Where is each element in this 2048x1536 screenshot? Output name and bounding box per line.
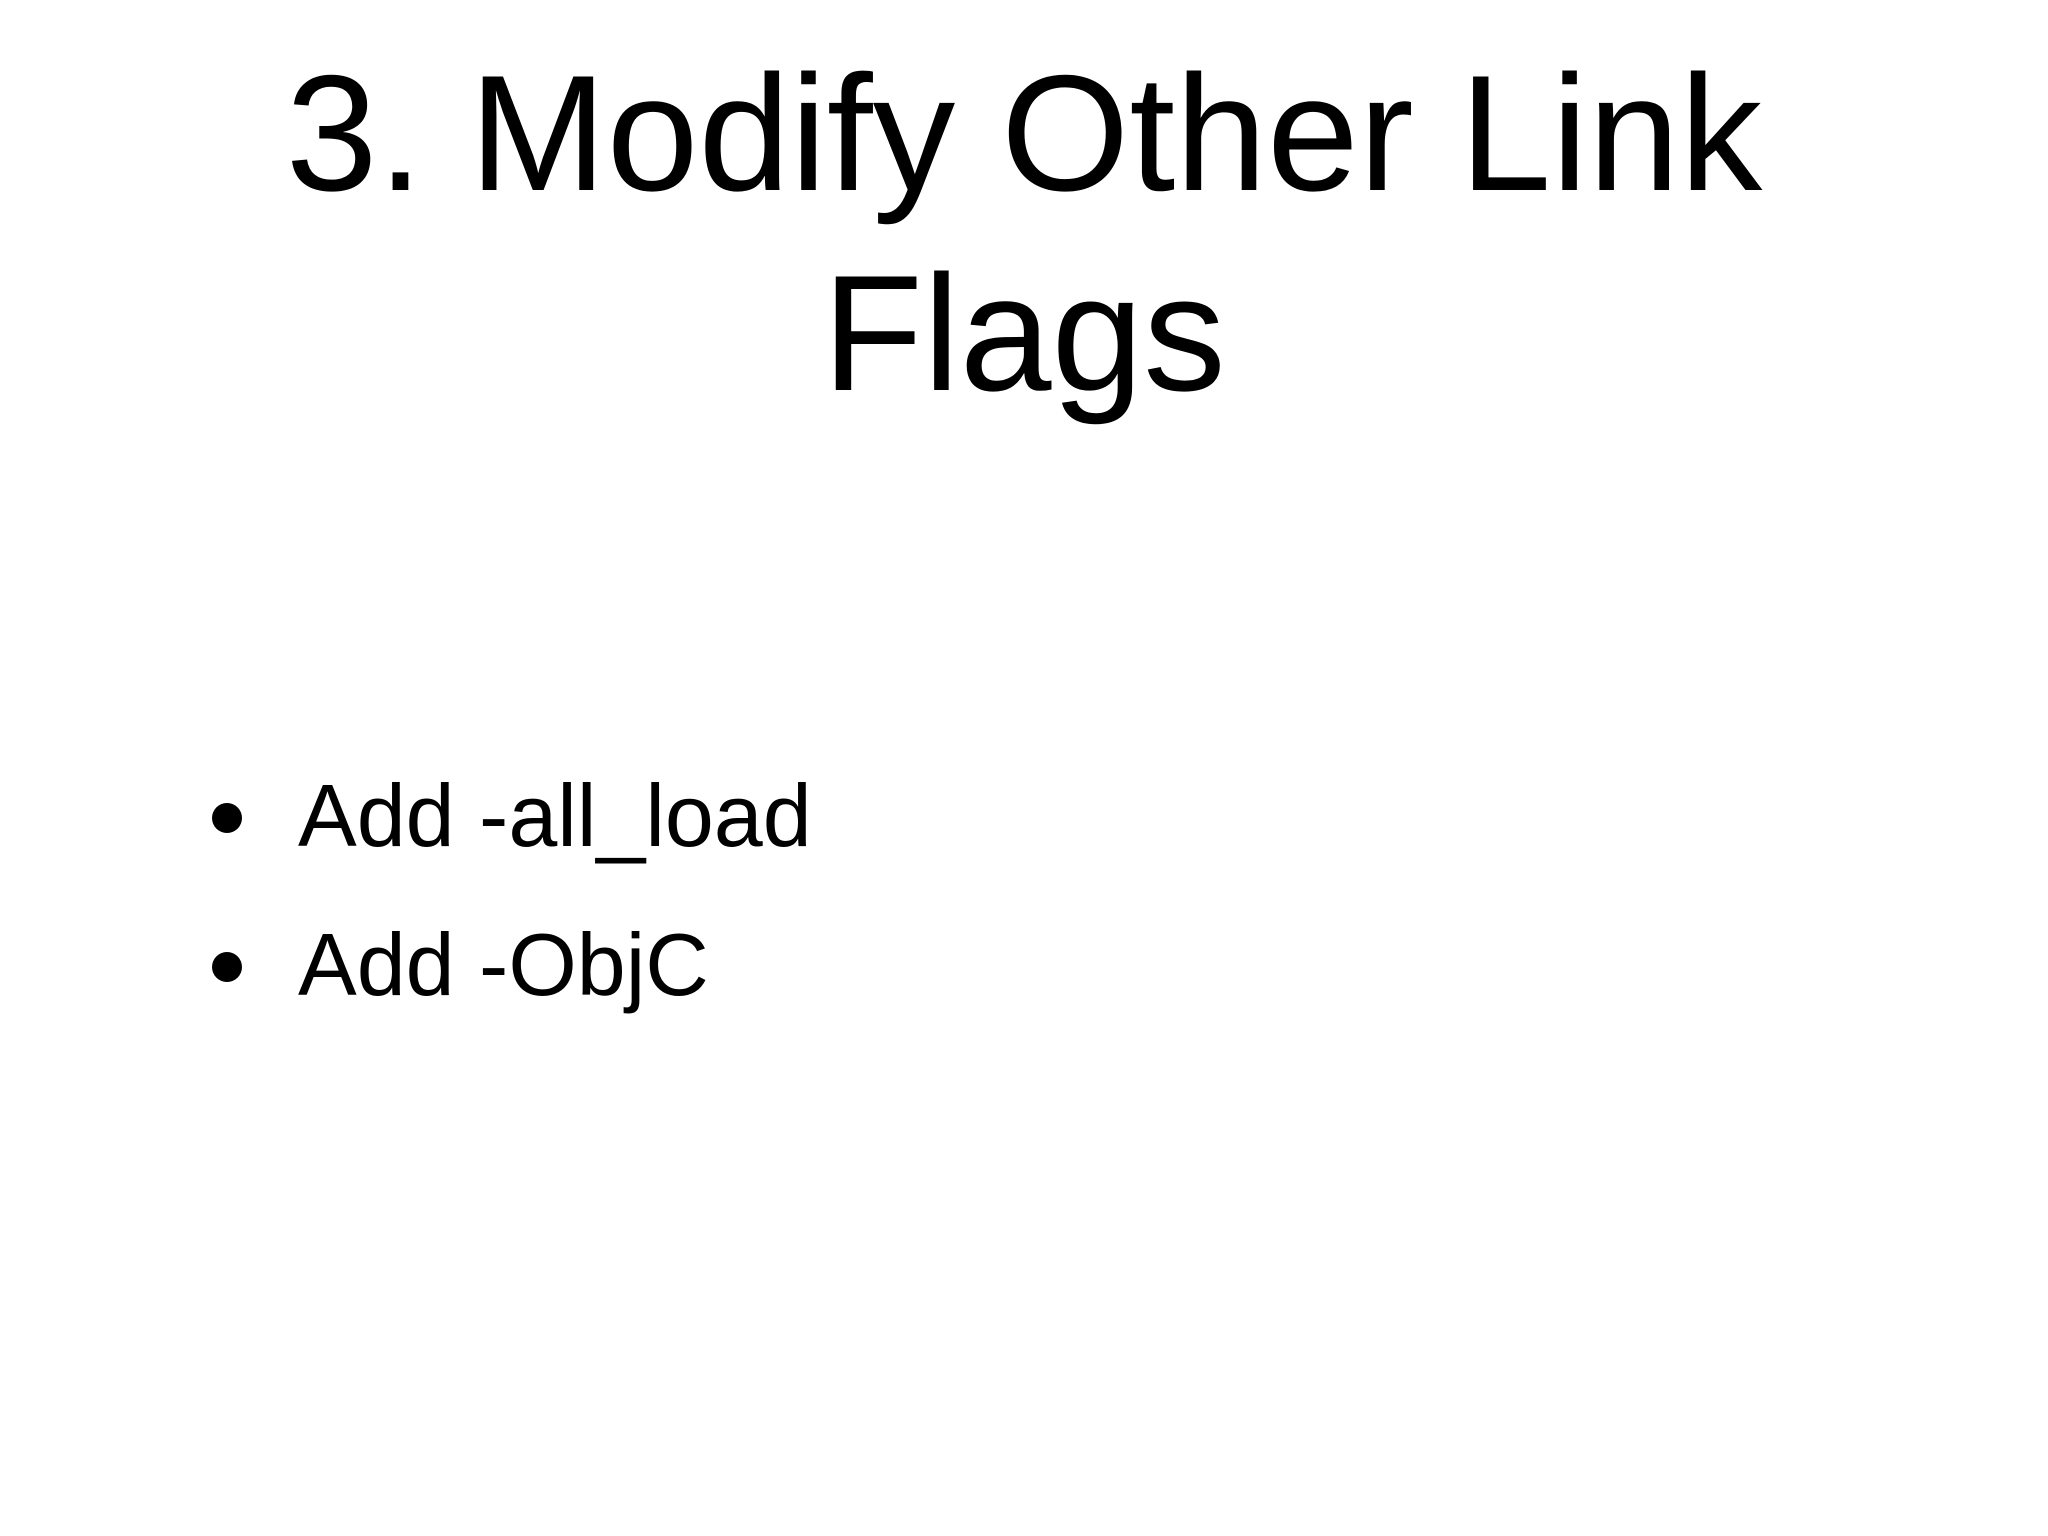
- slide-title: 3. Modify Other Link Flags: [285, 41, 1763, 425]
- bullet-text: Add -all_load: [298, 766, 812, 865]
- list-item: Add -ObjC: [212, 914, 1812, 1014]
- bullet-list: Add -all_load Add -ObjC: [212, 766, 1812, 1014]
- bullet-icon: [212, 952, 242, 983]
- bullet-icon: [212, 803, 242, 834]
- bullet-text: Add -ObjC: [298, 914, 709, 1014]
- list-item: Add -all_load: [212, 766, 1812, 865]
